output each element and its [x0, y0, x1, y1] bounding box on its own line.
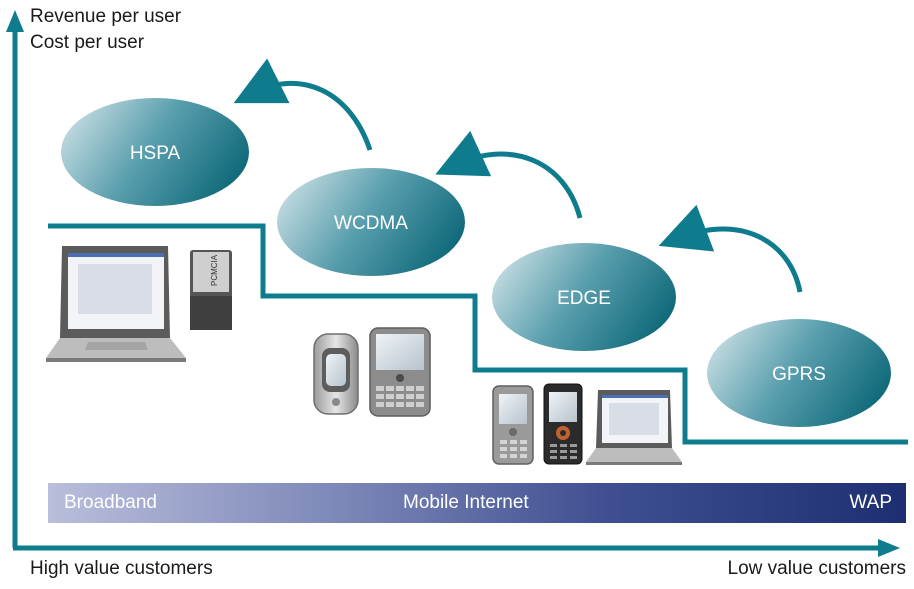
y-axis-label-line2: Cost per user — [30, 32, 145, 53]
band-label-wap: WAP — [849, 492, 892, 513]
laptop-icon — [46, 246, 186, 362]
ellipse-wcdma: WCDMA — [277, 168, 465, 276]
x-axis-label-left: High value customers — [30, 558, 213, 579]
smartphone-icon — [369, 327, 431, 417]
ellipse-label-gprs: GPRS — [772, 364, 826, 385]
ellipse-label-edge: EDGE — [557, 288, 611, 309]
ellipse-gprs: GPRS — [707, 319, 891, 427]
ellipse-edge: EDGE — [492, 243, 676, 351]
pcmcia-card-icon: PCMCIA — [190, 250, 232, 330]
step-line — [48, 223, 908, 445]
ellipse-label-hspa: HSPA — [130, 143, 181, 164]
pcmcia-text: PCMCIA — [210, 254, 219, 286]
arrow-edge-to-wcdma — [435, 130, 583, 219]
service-band: Broadband Mobile Internet WAP — [48, 483, 906, 523]
flip-phone-icon — [313, 333, 359, 415]
music-phone-icon — [543, 383, 583, 465]
arrow-wcdma-to-hspa — [233, 58, 373, 151]
candybar-phone-icon — [492, 385, 534, 465]
band-label-mobile-internet: Mobile Internet — [403, 492, 529, 513]
ellipse-label-wcdma: WCDMA — [334, 213, 408, 234]
x-axis — [13, 539, 900, 557]
x-axis-label-right: Low value customers — [727, 558, 906, 579]
small-laptop-icon — [586, 390, 682, 465]
y-axis-label-line1: Revenue per user — [30, 6, 182, 27]
y-axis — [6, 10, 24, 548]
band-label-broadband: Broadband — [64, 492, 157, 513]
ellipse-hspa: HSPA — [61, 98, 249, 206]
arrow-gprs-to-edge — [658, 204, 803, 293]
